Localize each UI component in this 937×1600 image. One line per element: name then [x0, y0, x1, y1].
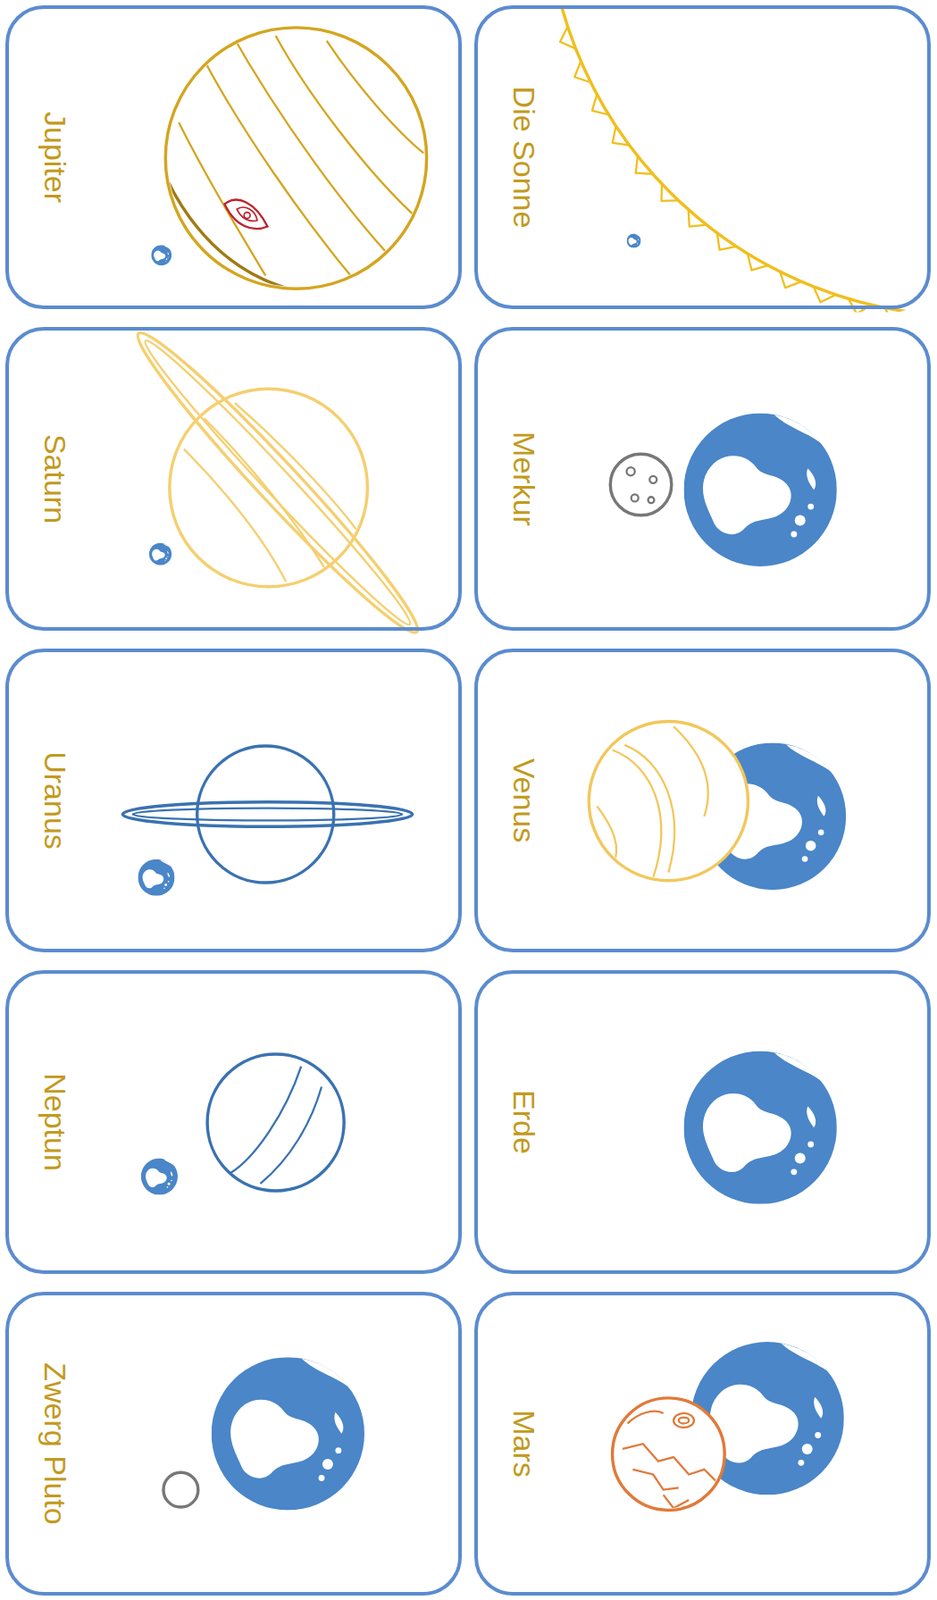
mercury-drawing [610, 453, 672, 516]
planet-card: Erde [474, 970, 931, 1274]
planet-name: Mars [509, 1409, 540, 1478]
pluto-drawing [163, 1472, 199, 1507]
planet-card: Die Sonne [474, 5, 931, 310]
planet-name: Erde [509, 1089, 540, 1155]
planet-name: Venus [509, 758, 540, 844]
earth-small [627, 234, 642, 249]
earth-small [149, 543, 172, 566]
planet-name: Neptun [40, 1072, 71, 1172]
planet-card: Zwerg Pluto [5, 1291, 462, 1596]
planet-name: Zwerg Pluto [40, 1362, 71, 1524]
earth-small [150, 244, 172, 266]
earth-icon [684, 413, 837, 567]
earth-icon [684, 1050, 837, 1204]
planet-card: Venus [474, 648, 931, 953]
planet-name: Die Sonne [509, 86, 540, 229]
planet-name: Jupiter [40, 111, 71, 203]
planet-card: Uranus [5, 648, 462, 953]
mars-drawing [612, 1397, 726, 1511]
earth-small [137, 859, 175, 896]
planet-card: Merkur [474, 326, 931, 631]
planet-name: Uranus [40, 751, 71, 850]
jupiter-drawing [165, 27, 427, 296]
venus-drawing [588, 721, 748, 881]
planet-name: Merkur [509, 431, 540, 527]
earth-small [141, 1157, 178, 1195]
earth-icon [211, 1356, 365, 1510]
neptune-drawing [207, 1054, 344, 1191]
planet-card: Mars [474, 1291, 931, 1596]
saturn-drawing [123, 319, 432, 646]
planet-card: Jupiter [5, 5, 462, 310]
planet-card: Saturn [5, 326, 462, 631]
sun-drawing [545, 7, 929, 313]
planet-name: Saturn [40, 434, 71, 524]
planet-card: Neptun [5, 970, 462, 1274]
